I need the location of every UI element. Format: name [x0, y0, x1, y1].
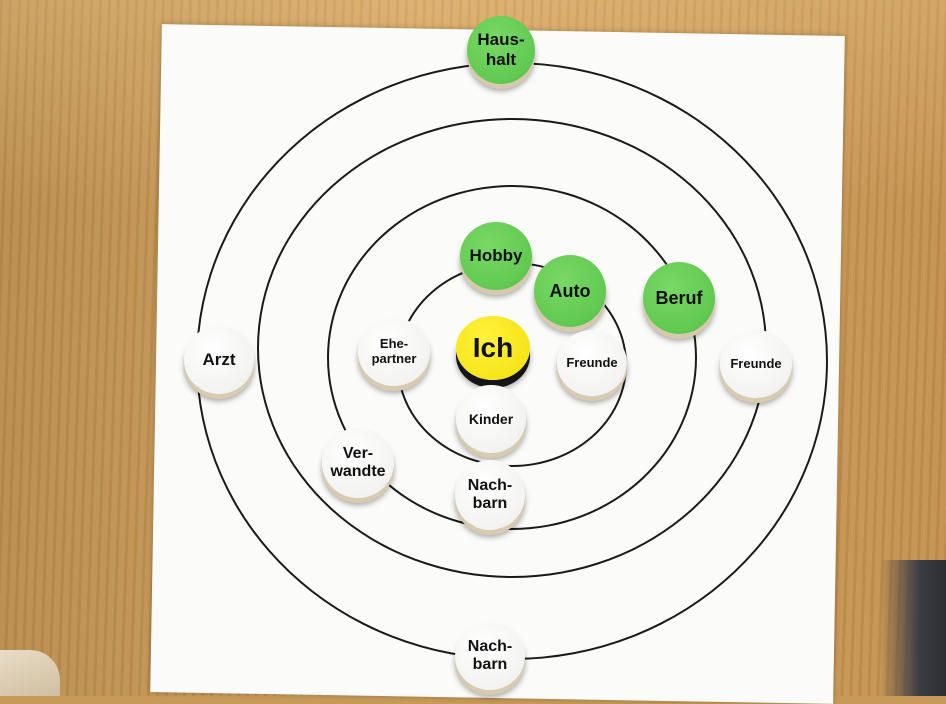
token-label: Nach- barn: [467, 637, 513, 673]
token-haushalt[interactable]: Haus- halt: [467, 16, 535, 84]
token-beruf[interactable]: Beruf: [643, 262, 715, 334]
token-verwandte[interactable]: Ver- wandte: [322, 428, 394, 498]
token-arzt[interactable]: Arzt: [184, 326, 254, 394]
dark-object-corner: [880, 560, 946, 696]
ring-second: [327, 185, 697, 530]
token-label: Arzt: [202, 350, 236, 370]
token-freunde-outer[interactable]: Freunde: [720, 330, 792, 398]
token-nachbarn-outer[interactable]: Nach- barn: [455, 622, 525, 690]
token-label: Ver- wandte: [330, 444, 386, 480]
token-freunde-inner[interactable]: Freunde: [557, 330, 627, 396]
tape-piece: [0, 650, 60, 696]
token-label: Auto: [549, 280, 591, 301]
token-label: Ich: [472, 331, 514, 363]
token-ehepartner[interactable]: Ehe- partner: [358, 318, 430, 386]
token-nachbarn-inner[interactable]: Nach- barn: [455, 460, 525, 530]
token-label: Nach- barn: [467, 476, 513, 512]
token-ich-center[interactable]: Ich: [456, 316, 530, 380]
token-label: Hobby: [469, 246, 523, 266]
token-label: Haus- halt: [477, 30, 525, 69]
token-label: Freunde: [730, 355, 782, 371]
token-label: Kinder: [468, 410, 514, 427]
token-hobby[interactable]: Hobby: [460, 222, 532, 290]
token-kinder[interactable]: Kinder: [456, 385, 526, 453]
token-label: Ehe- partner: [371, 336, 417, 366]
token-label: Freunde: [566, 354, 618, 370]
token-auto[interactable]: Auto: [534, 255, 606, 327]
token-label: Beruf: [655, 287, 703, 308]
